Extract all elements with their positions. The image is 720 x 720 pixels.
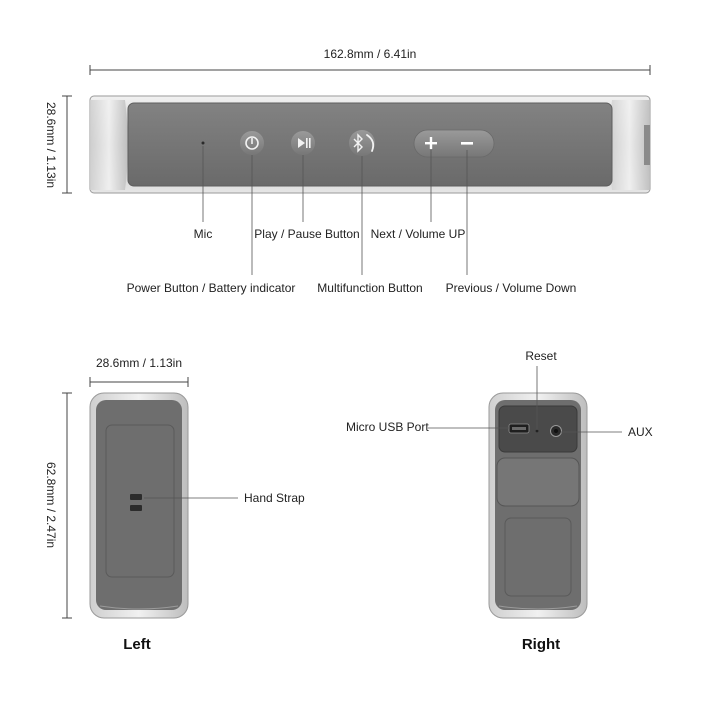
right-caption: Right <box>522 636 560 653</box>
minus-icon <box>461 142 473 145</box>
left-width-dimension: 28.6mm / 1.13in <box>89 356 189 387</box>
reset-label: Reset <box>525 349 557 363</box>
top-height-dimension: 28.6mm / 1.13in <box>44 95 72 194</box>
speaker-left-view <box>89 392 189 619</box>
top-height-label: 28.6mm / 1.13in <box>44 102 58 188</box>
previous-volume-down-button[interactable] <box>461 142 473 145</box>
play-pause-button[interactable] <box>291 131 315 155</box>
mic-label: Mic <box>194 227 213 241</box>
reset-hole <box>535 429 539 433</box>
multifunction-label: Multifunction Button <box>317 281 422 295</box>
micro-usb-port <box>508 423 530 434</box>
aux-label: AUX <box>628 425 653 439</box>
left-caption: Left <box>123 636 151 653</box>
left-width-label: 28.6mm / 1.13in <box>96 356 182 370</box>
hand-strap-slot <box>130 494 142 511</box>
hand-strap-label: Hand Strap <box>244 491 305 505</box>
power-battery-label: Power Button / Battery indicator <box>127 281 296 295</box>
power-button[interactable] <box>240 131 264 155</box>
top-width-label: 162.8mm / 6.41in <box>324 47 417 61</box>
next-volume-up-button[interactable] <box>425 137 437 149</box>
play-pause-icon <box>298 138 311 148</box>
right-leader-lines <box>428 366 622 433</box>
mic-hole <box>201 141 205 145</box>
speaker-right-view <box>488 392 588 619</box>
bluetooth-call-icon <box>353 133 375 153</box>
top-width-dimension: 162.8mm / 6.41in <box>89 47 651 75</box>
play-pause-label: Play / Pause Button <box>254 227 359 241</box>
speaker-top-view <box>89 95 651 194</box>
left-height-label: 62.8mm / 2.47in <box>44 462 58 548</box>
volume-rocker <box>413 129 495 158</box>
multifunction-button[interactable] <box>349 130 375 156</box>
hand-strap <box>496 457 580 507</box>
micro-usb-label: Micro USB Port <box>346 420 429 434</box>
top-leader-lines <box>202 146 468 275</box>
power-icon <box>245 136 259 150</box>
next-volume-up-label: Next / Volume UP <box>371 227 466 241</box>
plus-icon <box>425 137 437 149</box>
previous-volume-down-label: Previous / Volume Down <box>446 281 577 295</box>
left-height-dimension: 62.8mm / 2.47in <box>44 392 72 619</box>
aux-port <box>550 425 562 437</box>
